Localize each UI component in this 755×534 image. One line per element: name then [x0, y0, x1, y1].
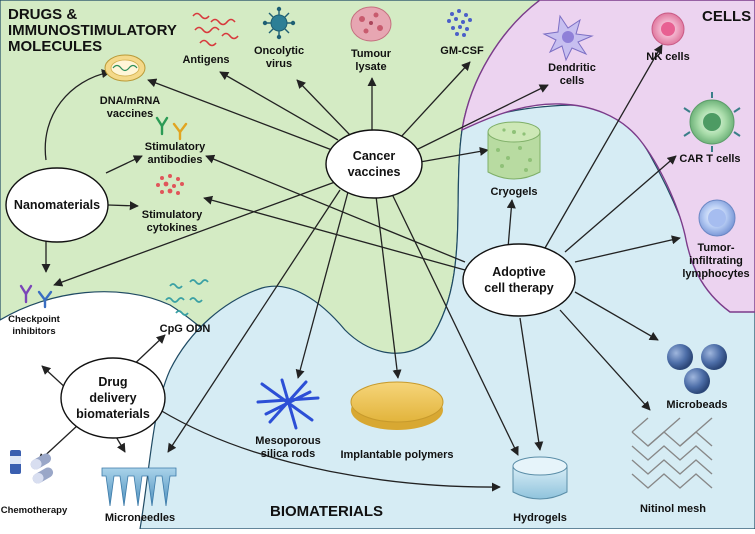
node-nanomaterials-line1: Nanomaterials [14, 198, 100, 212]
mesoporous-silica-rods-icon [256, 378, 320, 430]
dna-vaccine-icon [104, 54, 146, 82]
implantable-polymer-icon [350, 381, 444, 430]
arrows [37, 44, 681, 492]
arrow-act-stimab [205, 154, 466, 263]
node-cancer-vaccines-line1: Cancer [353, 149, 396, 163]
cpg-odn-icon [165, 279, 209, 316]
gm-csf-icon [447, 9, 472, 37]
stimulatory-cytokines-icon [156, 174, 184, 195]
stimulatory-antibodies-icon [155, 116, 188, 141]
arrow-act-cart [564, 155, 677, 253]
node-ddb-line1: Drug [98, 375, 127, 389]
section-title-drugs-line3: MOLECULES [8, 38, 102, 55]
arrow-vaccines-cryogels [419, 146, 489, 163]
node-adoptive-cell-therapy: Adoptive cell therapy [462, 243, 576, 317]
label-lysate-line1: Tumour [351, 48, 392, 60]
label-dna-line2: vaccines [107, 108, 153, 120]
car-t-cell-icon [683, 92, 741, 152]
section-title-cells: CELLS [702, 8, 751, 25]
label-dna-line1: DNA/mRNA [100, 95, 161, 107]
til-cell-icon [698, 199, 736, 237]
arrow-vaccines-oncolytic [296, 79, 351, 136]
arrow-ddb-hydrogels [159, 409, 501, 492]
hydrogel-icon [512, 456, 568, 500]
label-stimab-line1: Stimulatory [145, 141, 206, 153]
arrow-act-til [574, 235, 681, 263]
node-drug-delivery-biomaterials: Drug delivery biomaterials [60, 357, 166, 439]
arrow-vaccines-dna [147, 78, 333, 151]
node-adoptive-line1: Adoptive [492, 265, 546, 279]
arrow-vaccines-microneedles [167, 189, 341, 453]
node-nanomaterials: Nanomaterials [5, 167, 109, 243]
label-lysate-line2: lysate [355, 61, 386, 73]
chemotherapy-icon [10, 450, 54, 484]
label-antigens: Antigens [182, 54, 229, 66]
label-cart: CAR T cells [679, 153, 740, 165]
label-stimcyto-line1: Stimulatory [142, 209, 203, 221]
label-nk: NK cells [646, 51, 689, 63]
arrow-vaccines-antigens [219, 71, 339, 141]
label-til-line2: infiltrating [689, 255, 743, 267]
label-implantable: Implantable polymers [340, 449, 453, 461]
arrow-nano-dna [44, 69, 111, 161]
node-ddb-line3: biomaterials [76, 407, 150, 421]
tumour-lysate-icon [350, 6, 392, 42]
cells-region [461, 0, 755, 313]
checkpoint-inhibitors-icon [19, 284, 53, 309]
label-dendritic-line1: Dendritic [548, 62, 596, 74]
label-gmcsf: GM-CSF [440, 45, 484, 57]
antigens-icon [192, 12, 239, 47]
arrow-vaccines-dendritic [411, 84, 549, 153]
label-checkpoint-line2: inhibitors [12, 326, 55, 337]
node-cancer-vaccines: Cancer vaccines [325, 129, 423, 199]
section-title-drugs-line1: DRUGS & [8, 6, 77, 23]
arrow-act-microbeads [574, 291, 659, 341]
section-title-biomaterials: BIOMATERIALS [270, 503, 383, 520]
arrow-vaccines-hydrogels [391, 193, 519, 456]
label-cpg: CpG ODN [160, 323, 211, 335]
label-microbeads: Microbeads [666, 399, 727, 411]
arrow-vaccines-mesoporous [295, 191, 349, 379]
nk-cell-icon [651, 12, 685, 46]
label-cryogels: Cryogels [490, 186, 537, 198]
label-chemotherapy: Chemotherapy [1, 505, 68, 516]
arrow-act-hydrogels [519, 317, 544, 451]
nitinol-mesh-icon [631, 417, 713, 489]
label-oncolytic-line1: Oncolytic [254, 45, 304, 57]
label-nitinol: Nitinol mesh [640, 503, 706, 515]
label-oncolytic-line2: virus [266, 58, 292, 70]
label-til-line3: lymphocytes [682, 268, 749, 280]
arrow-vaccines-gmcsf [399, 61, 471, 139]
label-stimab-line2: antibodies [147, 154, 202, 166]
arrow-act-nitinol [559, 309, 651, 411]
microneedles-icon [101, 467, 177, 507]
arrow-act-nk [544, 44, 663, 249]
label-til-line1: Tumor- [697, 242, 734, 254]
node-ddb-line2: delivery [89, 391, 136, 405]
arrow-vaccines-implantable [375, 195, 402, 379]
arrow-act-cryogels [506, 199, 516, 249]
label-dendritic-line2: cells [560, 75, 584, 87]
section-title-drugs-line2: IMMUNOSTIMULATORY [8, 22, 177, 39]
label-mesoporous-line2: silica rods [261, 448, 315, 460]
arrow-vaccines-checkpoint [53, 181, 336, 287]
arrow-act-stimcyto [203, 195, 466, 271]
node-cancer-vaccines-line2: vaccines [348, 165, 401, 179]
label-checkpoint-line1: Checkpoint [8, 314, 61, 325]
cryogel-icon [487, 121, 541, 180]
oncolytic-virus-icon [262, 6, 296, 40]
label-hydrogels: Hydrogels [513, 512, 567, 524]
node-adoptive-line2: cell therapy [484, 281, 554, 295]
dendritic-cell-icon [542, 14, 594, 62]
label-microneedles: Microneedles [105, 512, 175, 524]
arrow-nano-stimab [105, 155, 143, 174]
microbeads-icon [667, 344, 727, 394]
arrow-nano-stimcyto [107, 201, 139, 211]
label-mesoporous-line1: Mesoporous [255, 435, 320, 447]
label-stimcyto-line2: cytokines [147, 222, 198, 234]
